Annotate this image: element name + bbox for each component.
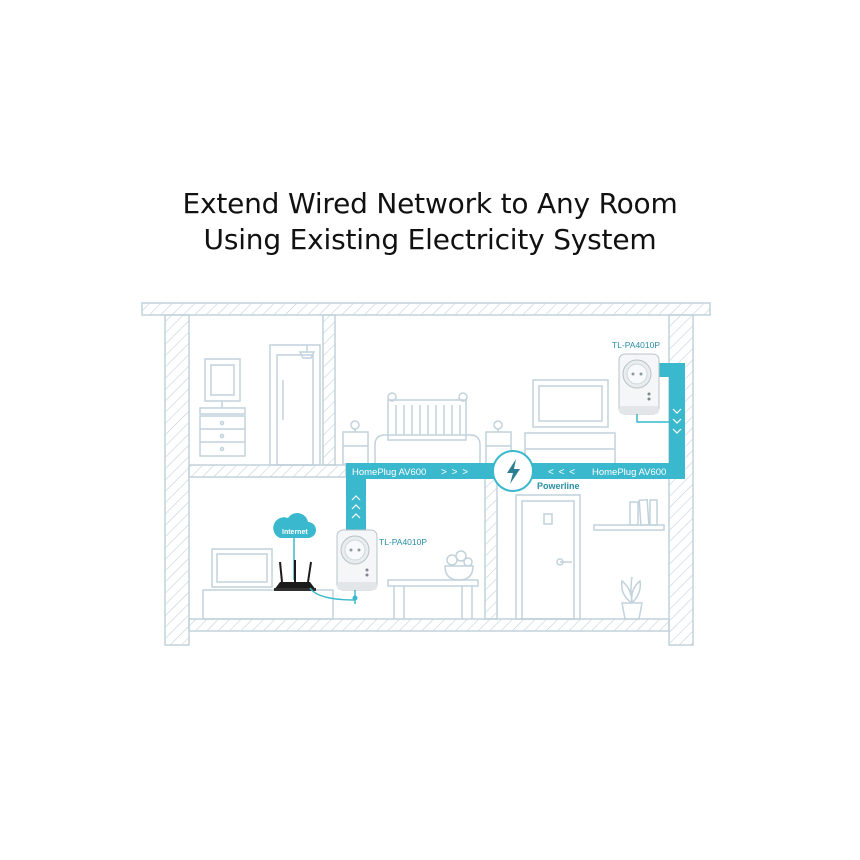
device-label-upper: TL-PA4010P: [612, 340, 660, 350]
device-label-lower: TL-PA4010P: [379, 537, 427, 547]
bathroom: [199, 344, 321, 466]
tv-stand-lower: [202, 589, 334, 620]
link-label-left: HomePlug AV600: [352, 467, 426, 478]
tv-lower: [211, 548, 273, 588]
internet-source: Internet: [273, 513, 356, 601]
cloud-icon: [273, 513, 316, 538]
lightning-icon: [507, 459, 520, 484]
bedroom: [342, 379, 616, 466]
plant: [621, 602, 643, 620]
powerline-label: Powerline: [537, 481, 580, 491]
sink-counter: [199, 407, 246, 415]
arrows-right: > > >: [441, 467, 469, 478]
chevron-up-icon: [351, 495, 361, 519]
roof-beam: [141, 302, 711, 316]
powerline-riser-right: [669, 363, 685, 479]
table: [387, 579, 479, 619]
headline-line-1: Extend Wired Network to Any Room: [182, 187, 678, 220]
wall-shelf: [593, 524, 665, 531]
upper-floor-left: [188, 464, 347, 478]
inner-wall-upper: [322, 314, 336, 466]
living-room: [202, 548, 479, 620]
arrows-left: < < <: [548, 467, 576, 478]
powerline-bar-right: [530, 463, 685, 479]
chevron-down-icon: [672, 408, 682, 434]
router-icon: [274, 560, 316, 591]
tv-upper: [532, 379, 609, 428]
powerline-bar-left: [346, 463, 496, 479]
powerline-riser-left: [346, 463, 366, 533]
hallway: [515, 494, 665, 620]
headline-line-2: Using Existing Electricity System: [203, 223, 657, 256]
headline: Extend Wired Network to Any Room Using E…: [0, 186, 860, 258]
bathroom-cabinet: [199, 415, 246, 457]
left-wall: [164, 314, 190, 646]
adapter-lower: TL-PA4010P: [336, 529, 427, 604]
inner-wall-lower: [484, 476, 498, 620]
adapter-upper: TL-PA4010P: [612, 340, 669, 423]
link-label-right: HomePlug AV600: [592, 467, 666, 478]
ground-floor: [188, 618, 670, 632]
bed-headboard: [387, 399, 467, 441]
internet-label: Internet: [282, 529, 308, 536]
bed: [374, 434, 481, 465]
nightstand-left: [342, 431, 369, 465]
fruit-bowl: [444, 565, 474, 581]
powerline-path: HomePlug AV600 > > > < < < HomePlug AV60…: [346, 363, 685, 533]
